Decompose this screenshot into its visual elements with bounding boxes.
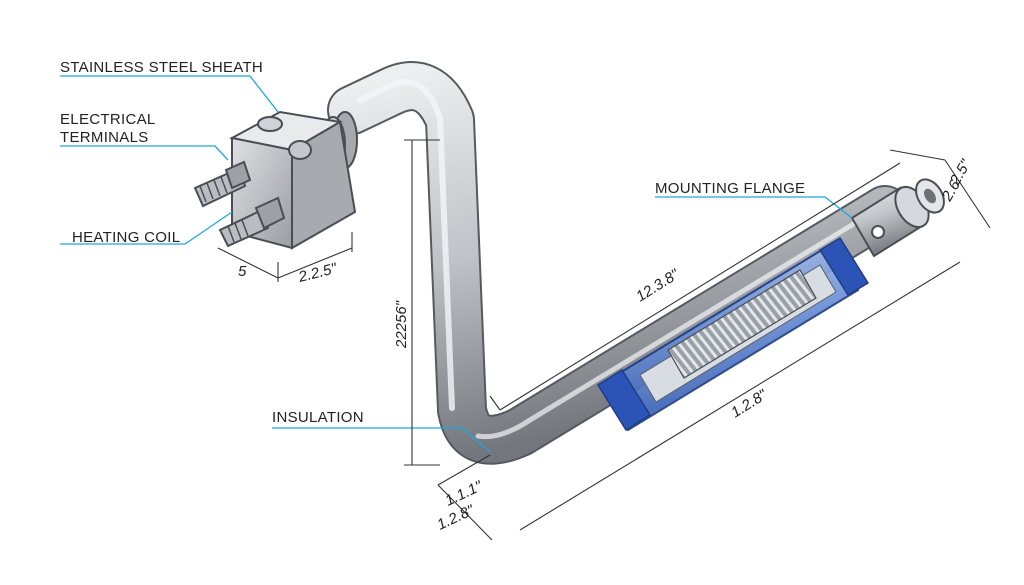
- sheath-leader: [60, 75, 279, 113]
- terminals-leader: [60, 145, 229, 161]
- dim-box-depth: 5: [238, 263, 247, 280]
- leader-lines: [60, 75, 853, 453]
- terminal-studs: [193, 160, 286, 248]
- labels: STAINLESS STEEL SHEATH ELECTRICAL TERMIN…: [60, 59, 805, 426]
- dim-box-width: 2.2.5": [296, 260, 339, 286]
- label-electrical-terminals-line2: TERMINALS: [60, 129, 149, 146]
- insulation-leader: [272, 427, 491, 453]
- dim-vertical-height: 22256": [393, 300, 410, 349]
- label-stainless-steel-sheath: STAINLESS STEEL SHEATH: [60, 59, 263, 76]
- end-fitting: [850, 178, 945, 258]
- label-electrical-terminals-line1: ELECTRICAL: [60, 111, 156, 128]
- dim-diagonal-bottom: 1.2.8": [728, 386, 770, 421]
- flange-leader: [655, 196, 853, 219]
- label-mounting-flange: MOUNTING FLANGE: [655, 180, 805, 197]
- heating-coil-spring: [667, 269, 817, 379]
- stainless-steel-pipe: [327, 61, 910, 465]
- label-insulation: INSULATION: [272, 409, 364, 426]
- coil-leader: [60, 211, 233, 245]
- dimension-lines: [217, 139, 991, 541]
- label-heating-coil: HEATING COIL: [72, 229, 180, 246]
- dim-diagonal-top: 12.3.8": [633, 266, 682, 306]
